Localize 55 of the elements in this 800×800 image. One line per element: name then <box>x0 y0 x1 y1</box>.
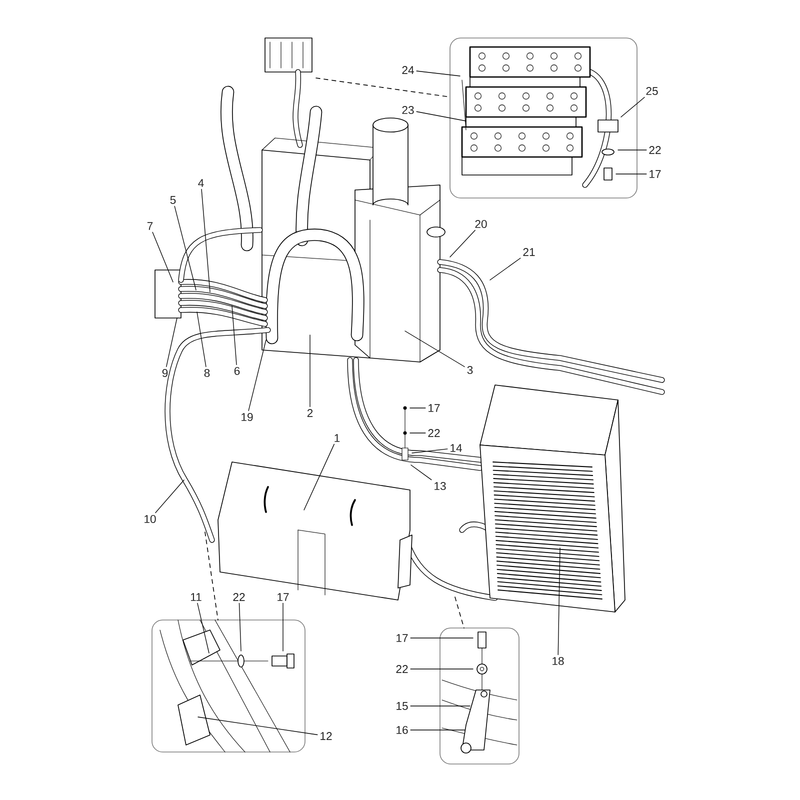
leader-line <box>196 312 206 368</box>
callout-number: 12 <box>320 732 332 740</box>
callout-number: 19 <box>242 413 253 422</box>
leader-line <box>201 188 210 292</box>
leader-line <box>238 602 242 652</box>
leader-line <box>412 448 448 454</box>
callout-number: 6 <box>234 367 240 375</box>
callout-number: 5 <box>170 196 176 204</box>
callout-number: 7 <box>147 222 153 230</box>
callout-number: 18 <box>552 657 564 666</box>
leader-line <box>404 330 465 368</box>
callout-number: 25 <box>646 87 658 95</box>
leader-line <box>155 480 184 514</box>
leader-line <box>248 340 266 412</box>
leader-line <box>152 232 174 282</box>
leader-line <box>166 318 178 368</box>
callout-number: 2 <box>307 409 313 417</box>
leader-line <box>198 716 318 736</box>
leader-line <box>197 602 210 654</box>
callout-number: 17 <box>396 634 408 642</box>
callout-number: 4 <box>198 179 204 187</box>
callout-number: 9 <box>162 369 168 378</box>
callout-number: 3 <box>467 366 473 374</box>
leader-line <box>416 111 466 122</box>
callout-number: 17 <box>428 404 440 412</box>
callout-number: 1 <box>334 434 340 442</box>
callout-number: 21 <box>523 248 535 256</box>
callout-number: 22 <box>428 429 440 437</box>
leader-line <box>450 230 476 258</box>
leader-line <box>304 444 335 510</box>
callout-number: 16 <box>396 726 408 734</box>
leader-line <box>232 306 237 366</box>
callout-number: 22 <box>233 593 245 601</box>
leader-line <box>620 96 645 118</box>
callout-number: 24 <box>402 66 414 74</box>
callout-number: 15 <box>396 702 408 710</box>
leader-line <box>490 258 521 280</box>
callout-number: 23 <box>402 106 414 114</box>
leader-line <box>282 602 284 652</box>
callout-number: 17 <box>278 593 289 601</box>
leader-line <box>410 432 426 434</box>
callout-number: 10 <box>144 515 156 524</box>
callout-number: 8 <box>204 369 210 378</box>
callout-number: 13 <box>434 482 446 490</box>
leader-line <box>416 70 460 76</box>
callout-number: 22 <box>396 665 408 673</box>
callout-number: 22 <box>649 146 661 154</box>
callout-number: 20 <box>475 220 487 228</box>
callout-number: 14 <box>450 444 462 452</box>
leader-line <box>410 668 474 670</box>
callout-number: 17 <box>650 170 661 178</box>
leader-line <box>558 548 560 656</box>
callout-number: 11 <box>190 593 202 601</box>
leader-line <box>174 206 196 290</box>
leader-line <box>410 464 432 480</box>
